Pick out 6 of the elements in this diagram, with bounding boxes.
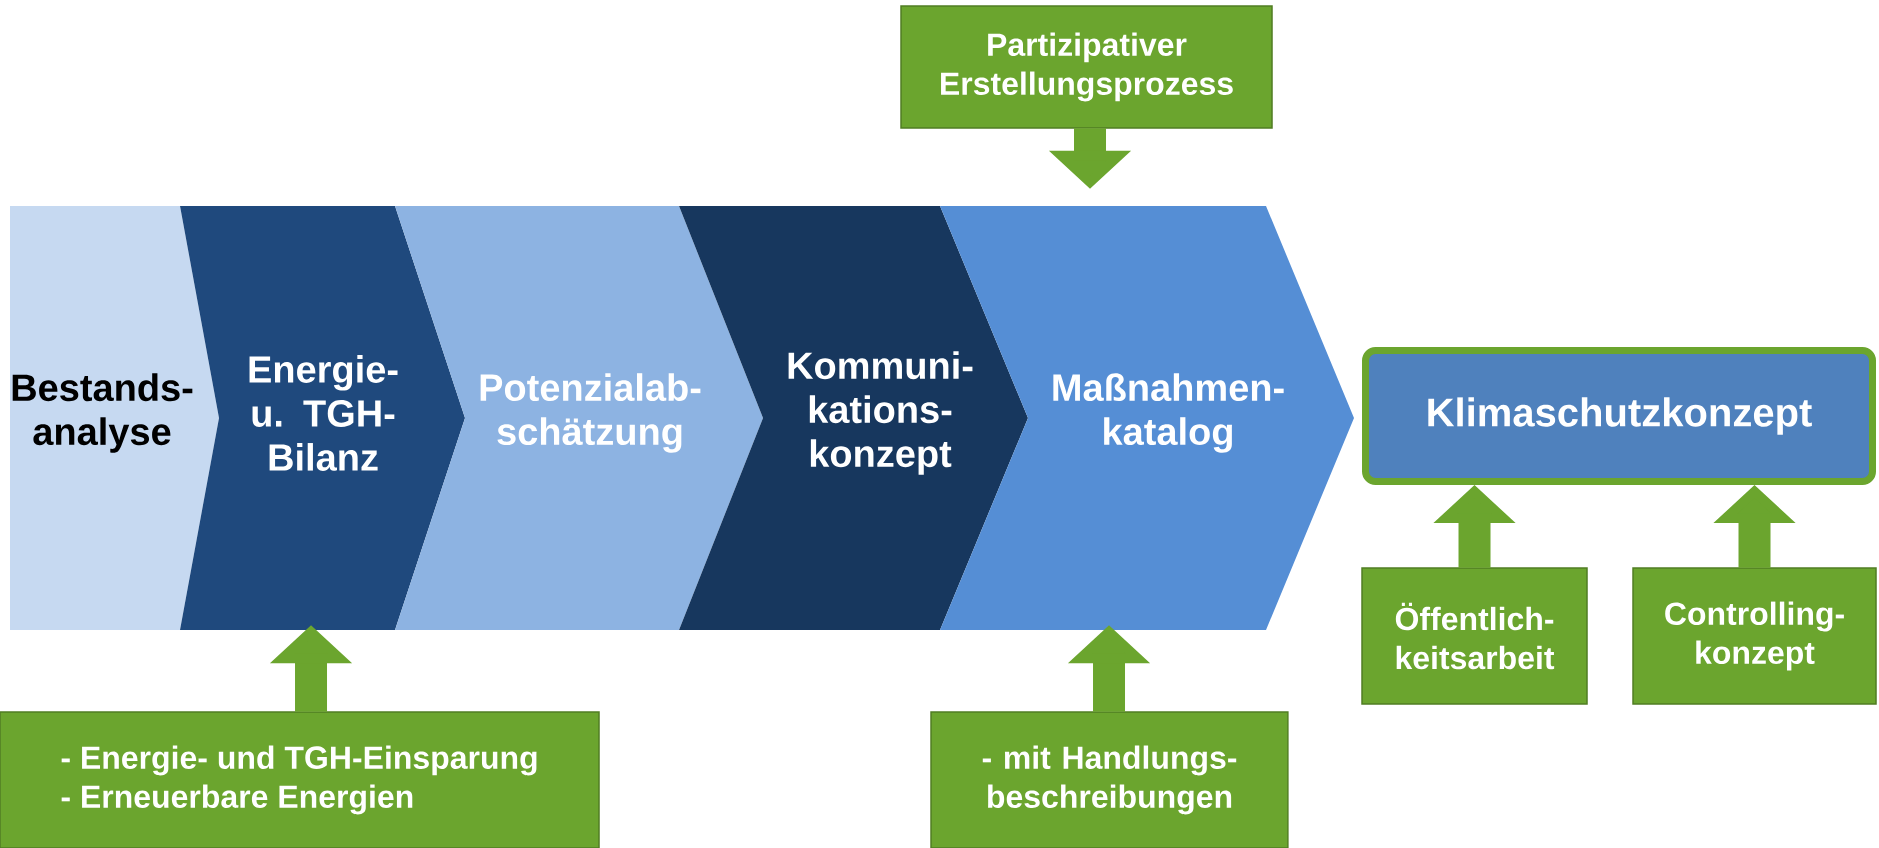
text-box: Controlling- konzept xyxy=(1632,567,1877,705)
result-box: Klimaschutzkonzept xyxy=(1362,347,1876,485)
text-box: Öffentlich- keitsarbeit xyxy=(1361,567,1588,705)
text-box: Partizipativer Erstellungsprozess xyxy=(900,5,1273,129)
text-box: - Energie- und TGH-Einsparung - Erneuerbare Energien xyxy=(0,711,600,848)
text-box: - mit Handlungs- beschreibungen xyxy=(930,711,1289,848)
